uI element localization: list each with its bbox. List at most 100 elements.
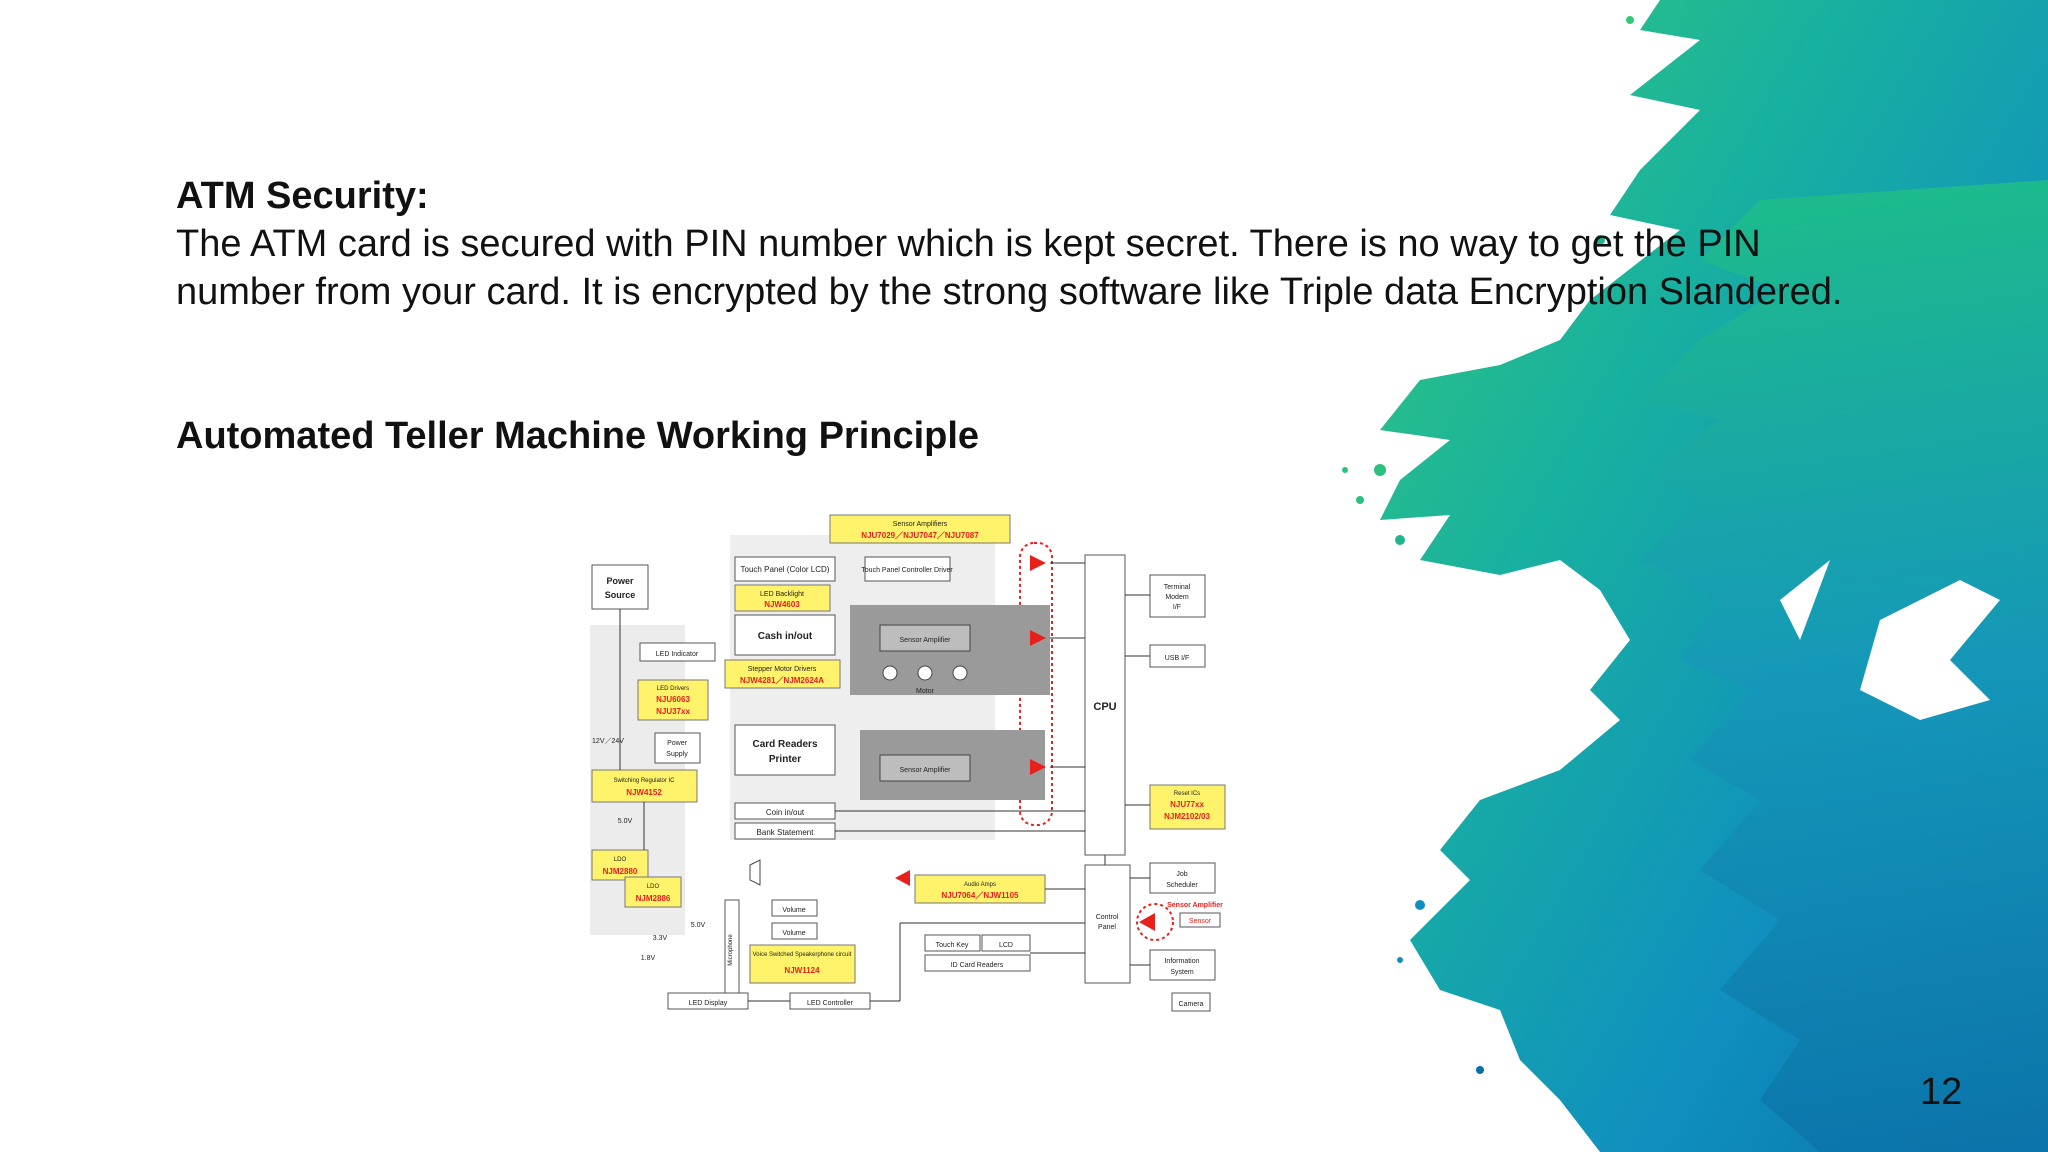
voltage-5v-label: 5.0V (618, 818, 633, 825)
printer-label: Printer (769, 754, 801, 765)
power-supply-label2: Supply (666, 751, 688, 758)
audio-amp-label: Audio Amps (964, 882, 996, 888)
touch-panel-driver-box (864, 556, 951, 582)
security-text-block: ATM Security: The ATM card is secured wi… (176, 172, 1876, 316)
voice-switched-label: Voice Switched Speakerphone circuit (753, 952, 852, 958)
reset-ic-part1: NJU77xx (1170, 800, 1204, 809)
sensor-amp-arrow (1139, 913, 1155, 931)
terminal-label: Terminal (1164, 584, 1191, 591)
card-readers-label: Card Readers (752, 739, 817, 750)
motor-symbol (882, 665, 898, 681)
led-drivers-part1: NJU6063 (656, 695, 690, 704)
power-supply-label1: Power (667, 740, 688, 747)
motor-symbol (917, 665, 933, 681)
if-label: I/F (1173, 604, 1181, 611)
microphone-label: Microphone (728, 934, 734, 966)
id-card-box (924, 954, 1031, 972)
volume2-label: Volume (782, 930, 805, 937)
volume2-box (771, 922, 818, 940)
volume1-label: Volume (782, 907, 805, 914)
job-label: Job (1176, 871, 1187, 878)
card-sensor-arrow (1030, 759, 1046, 775)
touch-key-box (924, 934, 981, 952)
sensor-amp-right-label: Sensor Amplifier (1167, 902, 1223, 909)
diagram-heading: Automated Teller Machine Working Princip… (176, 415, 980, 457)
security-paragraph: The ATM card is secured with PIN number … (176, 223, 1843, 313)
stepper-driver-box (724, 659, 841, 689)
touch-key-label: Touch Key (936, 942, 969, 949)
terminal-modem-box (1149, 574, 1206, 618)
motor-label: Motor (916, 688, 935, 695)
coin-inout-label: Coin in/out (766, 808, 805, 817)
cash-sensor-amplifier-box (879, 624, 971, 652)
cash-sensor-arrow (1030, 630, 1046, 646)
job-scheduler-box (1149, 862, 1216, 894)
voltage-18-label: 1.8V (641, 955, 656, 962)
cpu-box (1084, 554, 1126, 856)
touch-panel-driver-label: Touch Panel Controller Driver (861, 567, 953, 574)
switching-regulator-part: NJW4152 (626, 788, 662, 797)
ldo2-label: LDO (647, 884, 660, 890)
scheduler-label: Scheduler (1166, 882, 1198, 889)
usb-if-label: USB I/F (1165, 655, 1190, 662)
voice-switched-part: NJW1124 (784, 966, 820, 975)
stepper-driver-parts: NJW4281／NJM2624A (740, 675, 824, 685)
led-indicator-box (639, 642, 716, 662)
volume1-box (771, 899, 818, 917)
lcd-box (981, 934, 1031, 952)
reset-ic-part2: NJM2102/03 (1164, 812, 1210, 821)
power-source-box (591, 564, 649, 610)
camera-box (1171, 992, 1211, 1012)
led-drivers-part2: NJU37xx (656, 707, 690, 716)
control-label: Control (1096, 914, 1119, 921)
information-system-box (1149, 949, 1216, 981)
led-indicator-label: LED Indicator (656, 651, 699, 658)
cpu-label: CPU (1093, 701, 1116, 713)
page-number: 12 (1920, 1071, 1963, 1113)
sensor-box (1179, 912, 1221, 928)
power-supply-box (654, 732, 701, 764)
touch-panel-box (734, 556, 836, 582)
led-drivers-box (637, 679, 709, 721)
sensor-amplifiers-top-box (829, 514, 1011, 544)
stepper-driver-label: Stepper Motor Drivers (748, 666, 817, 673)
camera-label: Camera (1179, 1001, 1204, 1008)
led-backlight-label: LED Backlight (760, 591, 804, 598)
switching-regulator-box (591, 769, 698, 803)
information-label: Information (1164, 958, 1199, 965)
source-label: Source (605, 590, 636, 600)
cash-inout-box (734, 614, 836, 656)
touch-panel-label: Touch Panel (Color LCD) (741, 565, 830, 574)
ldo2-box (624, 876, 682, 908)
touch-sensor-arrow (1030, 555, 1046, 571)
voltage-12-24-label: 12V／24V (592, 737, 624, 745)
atm-block-diagram: Sensor Amplifiers NJU7029／NJU7047／NJU708… (580, 505, 1260, 1025)
voice-switched-box (749, 944, 856, 984)
voltage-5v-b-label: 5.0V (691, 922, 706, 929)
led-drivers-label: LED Drivers (657, 686, 689, 692)
modem-label: Modem (1165, 594, 1189, 601)
audio-amp-box (914, 874, 1046, 904)
sensor-amplifiers-top-label: Sensor Amplifiers (893, 521, 948, 528)
ldo1-part: NJM2880 (603, 867, 638, 876)
sensor-amp-highlight (1136, 903, 1174, 941)
cash-sensor-amplifier-label: Sensor Amplifier (900, 637, 952, 644)
power-label: Power (606, 576, 634, 586)
system-label: System (1170, 969, 1194, 976)
sensor-amplifiers-top-parts: NJU7029／NJU7047／NJU7087 (861, 530, 979, 540)
lcd-label: LCD (999, 942, 1013, 949)
id-card-label: ID Card Readers (951, 962, 1004, 969)
switching-regulator-label: Switching Regulator IC (613, 778, 675, 784)
audio-amp-parts: NJU7064／NJW1105 (942, 890, 1019, 900)
ldo1-box (591, 849, 649, 881)
led-backlight-box (734, 584, 831, 612)
cash-inout-label: Cash in/out (758, 631, 813, 642)
control-panel-box (1084, 864, 1131, 984)
panel-label: Panel (1098, 924, 1116, 931)
led-controller-label: LED Controller (807, 1000, 854, 1007)
ldo1-label: LDO (614, 857, 627, 863)
audio-amp-arrow (895, 870, 910, 886)
card-readers-box (734, 724, 836, 776)
section-heading: ATM Security: (176, 175, 429, 217)
led-backlight-part: NJW4603 (764, 600, 800, 609)
